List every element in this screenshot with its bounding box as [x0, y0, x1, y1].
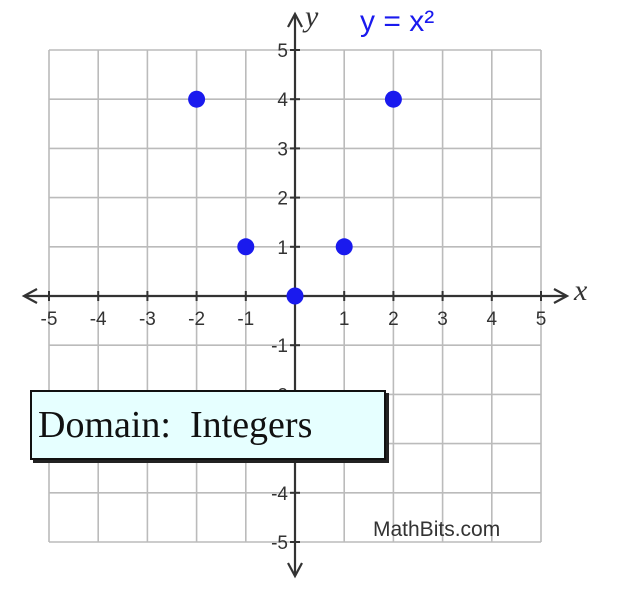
x-tick-label: 2: [388, 309, 399, 330]
x-axis-label: x: [573, 274, 588, 307]
y-tick-label: 1: [277, 238, 288, 259]
data-point: [335, 238, 353, 256]
x-tick-label: -3: [139, 309, 156, 330]
x-tick-label: -2: [188, 309, 205, 330]
equation-title: y = x²: [360, 5, 434, 38]
data-points: [188, 90, 402, 305]
y-tick-label: 5: [277, 41, 288, 62]
y-tick-label: 4: [277, 90, 288, 111]
credit-watermark: MathBits.com: [373, 518, 500, 541]
x-tick-label: -5: [41, 309, 58, 330]
y-tick-label: -4: [271, 484, 288, 505]
x-tick-label: 3: [437, 309, 448, 330]
data-point: [188, 90, 206, 108]
y-tick-label: 3: [277, 139, 288, 160]
y-tick-label: -1: [271, 336, 288, 357]
x-axis-arrow-right: [553, 288, 570, 304]
x-tick-label: -1: [237, 309, 254, 330]
y-axis-arrow-up: [287, 11, 303, 28]
data-point: [237, 238, 255, 256]
data-point: [384, 90, 402, 108]
y-tick-label: -5: [271, 533, 288, 554]
y-axis-label: y: [302, 0, 319, 33]
domain-annotation: Domain: Integers: [30, 390, 386, 460]
x-tick-label: 1: [339, 309, 350, 330]
x-tick-label: -4: [90, 309, 107, 330]
y-tick-label: 2: [277, 189, 288, 210]
x-tick-label: 5: [536, 309, 547, 330]
y-axis-arrow-down: [287, 562, 303, 579]
data-point: [286, 287, 304, 305]
x-axis-arrow-left: [21, 288, 38, 304]
x-tick-label: 4: [487, 309, 498, 330]
